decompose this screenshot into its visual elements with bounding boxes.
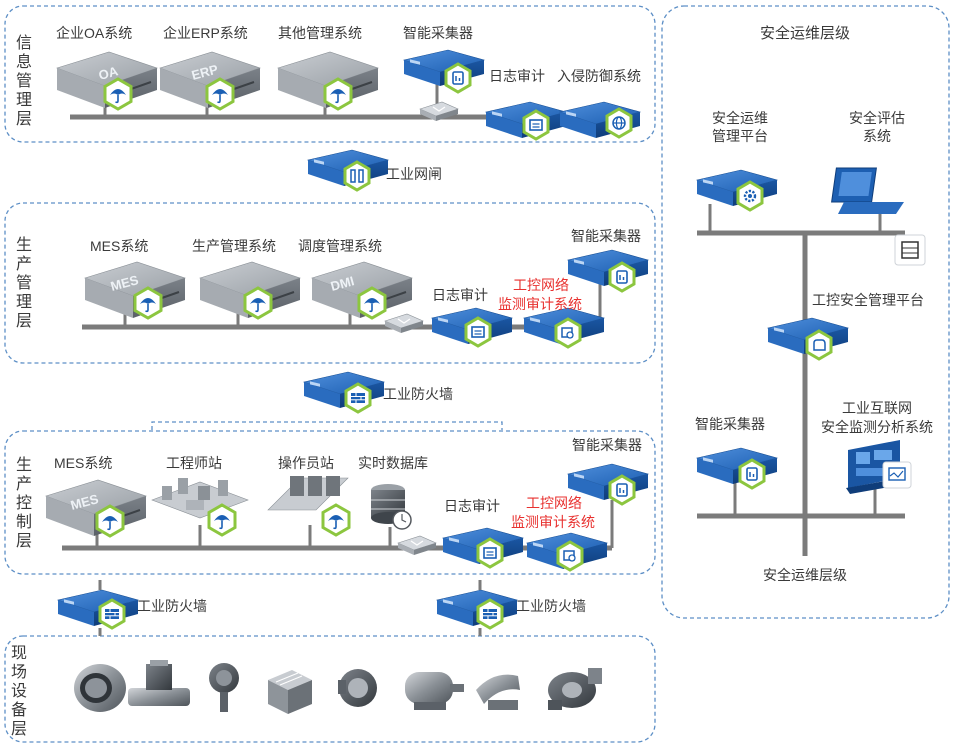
info-collector-icon: [403, 49, 485, 94]
label-info-collector: 智能采集器: [403, 25, 473, 41]
layer-label-production-mgmt: 生产管理层: [15, 237, 32, 330]
ctrl-monitor-icon: [526, 532, 608, 572]
firewall-left-icon: [57, 589, 139, 630]
label-gateway: 工业网闸: [386, 166, 442, 182]
oa-server-icon: OA: [56, 51, 158, 111]
label-sec-ops-line1: 安全运维: [712, 110, 768, 126]
erp-badge-text: ERP: [190, 61, 220, 82]
other-server-icon: [277, 51, 379, 111]
field-flowmeter-icon: [128, 660, 190, 706]
operator-station-icon: [267, 476, 351, 537]
ctrl-switch-icon: [397, 535, 437, 556]
firewall-right-icon: [436, 589, 518, 630]
oa-badge-text: OA: [97, 63, 120, 83]
firewall-links: [98, 580, 482, 636]
label-ctrl-log-audit: 日志审计: [444, 498, 500, 514]
label-erp: 企业ERP系统: [163, 25, 248, 41]
rtdb-icon: [371, 484, 412, 530]
label-mgmt-collector: 智能采集器: [571, 228, 641, 244]
mes-badge-text: MES: [109, 272, 140, 294]
field-transmitter-icon: [209, 663, 239, 712]
ics-mgmt-platform-icon: [767, 317, 849, 361]
label-ctrl-collector: 智能采集器: [572, 437, 642, 453]
field-layer-frame: [4, 635, 656, 743]
mgmt-layer-frame: [4, 202, 656, 364]
label-ctrl-monitor-line2: 监测审计系统: [511, 514, 595, 530]
label-oa: 企业OA系统: [56, 25, 133, 41]
label-operator: 操作员站: [278, 455, 334, 471]
mgmt-collector-icon: [567, 249, 649, 293]
dmi-badge-text: DMI: [329, 273, 356, 294]
label-mes: MES系统: [90, 238, 149, 254]
iiot-monitor-icon: [846, 440, 912, 494]
field-motor-icon: [405, 672, 464, 710]
label-firewall-top: 工业防火墙: [383, 386, 453, 402]
label-engineer: 工程师站: [166, 455, 222, 471]
layer-label-production-ctrl: 生产控制层: [15, 457, 32, 550]
mgmt-monitor-icon: [523, 307, 605, 349]
label-ctrl-mes: MES系统: [54, 455, 113, 471]
prod-server-icon: [199, 261, 301, 320]
label-mgmt-monitor-line2: 监测审计系统: [498, 296, 582, 312]
sec-terminal-icon: [894, 234, 926, 266]
sec-collector-icon: [696, 447, 778, 490]
label-mgmt-monitor-line1: 工控网络: [513, 277, 569, 293]
label-iiot-line2: 安全监测分析系统: [821, 419, 933, 435]
sec-eval-laptop-icon: [831, 167, 904, 214]
field-pump-icon: [548, 668, 602, 710]
field-plc-icon: [268, 670, 312, 714]
label-mgmt-log-audit: 日志审计: [432, 287, 488, 303]
label-prod: 生产管理系统: [192, 238, 276, 254]
layer-label-field: 现场设备层: [10, 645, 27, 738]
ips-icon: [559, 101, 641, 139]
ctrl-firewall-bracket: [151, 421, 503, 430]
security-layer-title: 安全运维层级: [759, 25, 851, 42]
label-other: 其他管理系统: [278, 25, 362, 41]
label-info-log-audit: 日志审计: [489, 68, 545, 84]
mes-server-icon: MES: [84, 261, 186, 320]
erp-server-icon: ERP: [159, 51, 261, 111]
security-layer-bottom-label: 安全运维层级: [763, 567, 847, 583]
label-sec-collector: 智能采集器: [695, 416, 765, 432]
label-sec-eval-line1: 安全评估: [849, 110, 905, 126]
ctrl-mes-server-icon: MES: [45, 479, 147, 538]
field-sensor-icon: [338, 669, 377, 707]
label-dispatch: 调度管理系统: [298, 238, 382, 254]
security-layer-frame: [661, 5, 950, 619]
label-ctrl-monitor-line1: 工控网络: [526, 495, 582, 511]
layer-label-info: 信息管理层: [15, 35, 32, 128]
engineer-station-icon: [151, 478, 249, 537]
label-ips: 入侵防御系统: [557, 68, 641, 84]
dmi-server-icon: DMI: [311, 261, 413, 320]
label-sec-eval-line2: 系统: [863, 128, 891, 144]
mgmt-log-audit-icon: [431, 307, 513, 348]
ctrl-log-audit-icon: [442, 527, 524, 569]
label-sec-ops-line2: 管理平台: [712, 128, 768, 144]
field-meter-icon: [74, 664, 126, 712]
ctrl-mes-badge-text: MES: [69, 491, 100, 513]
label-firewall-right: 工业防火墙: [516, 598, 586, 614]
ctrl-layer-frame: [4, 430, 656, 575]
label-firewall-left: 工业防火墙: [137, 598, 207, 614]
label-ics-mgmt: 工控安全管理平台: [812, 292, 924, 308]
mgmt-switch-icon: [384, 313, 424, 334]
gateway-icon: [307, 149, 389, 192]
firewall-top-icon: [303, 371, 385, 414]
label-iiot-line1: 工业互联网: [842, 400, 912, 416]
field-valve-icon: [476, 674, 520, 710]
info-log-audit-icon: [485, 101, 567, 141]
label-rtdb: 实时数据库: [358, 455, 428, 471]
